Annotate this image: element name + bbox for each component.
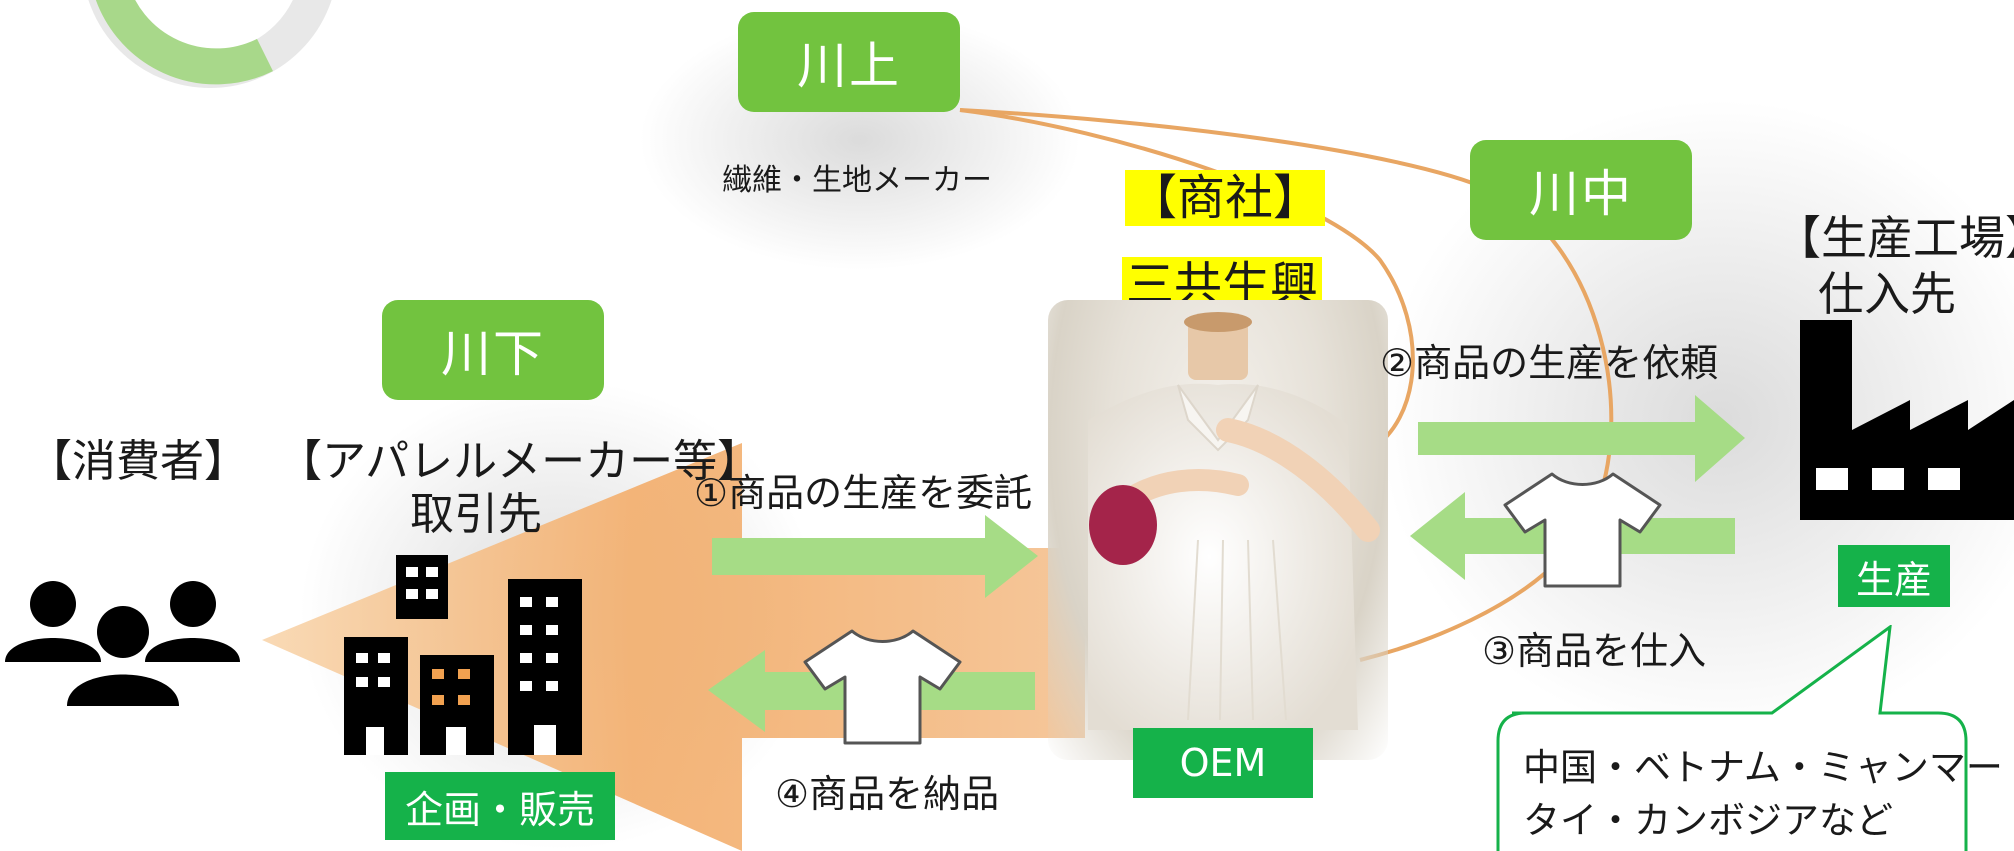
step4-label: ④商品を納品: [775, 772, 1000, 816]
consumers-icon: [5, 581, 240, 706]
donut-decoration: [88, 0, 332, 88]
factory-production-tag: 生産: [1838, 545, 1950, 607]
callout-line1: 中国・ベトナム・ミャンマー・: [1523, 746, 2014, 789]
tshirt-icon: [803, 629, 962, 745]
arrow-step2-right: [1418, 395, 1745, 482]
step1-label: ①商品の生産を委託: [694, 471, 1033, 515]
trading-company-label-text: 【商社】: [1125, 170, 1326, 226]
callout-line2: タイ・カンボジアなど: [1523, 799, 1893, 842]
stage-upstream-pill: 川上: [738, 12, 960, 112]
apparel-planning-sales-tag: 企画・販売: [385, 772, 615, 840]
consumer-label: 【消費者】: [28, 436, 248, 487]
arrow-step1-right: [712, 515, 1038, 598]
apparel-sub-label: 取引先: [410, 489, 542, 540]
stage-midstream-pill: 川中: [1470, 140, 1692, 240]
factory-sub-label: 仕入先: [1818, 267, 1956, 321]
factory-icon: [1800, 320, 2014, 520]
mannequin-photo: [1048, 300, 1388, 760]
stage-downstream-pill: 川下: [382, 300, 604, 400]
step2-label: ②商品の生産を依頼: [1380, 341, 1719, 385]
upstream-description: 繊維・生地メーカー: [722, 163, 992, 198]
trading-company-label: 【商社】: [1125, 158, 1326, 228]
callout-bubble: [1496, 625, 1968, 851]
apparel-label: 【アパレルメーカー等】: [278, 436, 762, 487]
factory-label: 【生産工場】: [1775, 211, 2014, 265]
tshirt-icon: [1503, 472, 1662, 588]
mannequin-photo-art: [1088, 312, 1380, 730]
oem-tag: OEM: [1133, 728, 1313, 798]
buildings-icon: [344, 555, 582, 755]
step3-label: ③商品を仕入: [1482, 629, 1707, 673]
